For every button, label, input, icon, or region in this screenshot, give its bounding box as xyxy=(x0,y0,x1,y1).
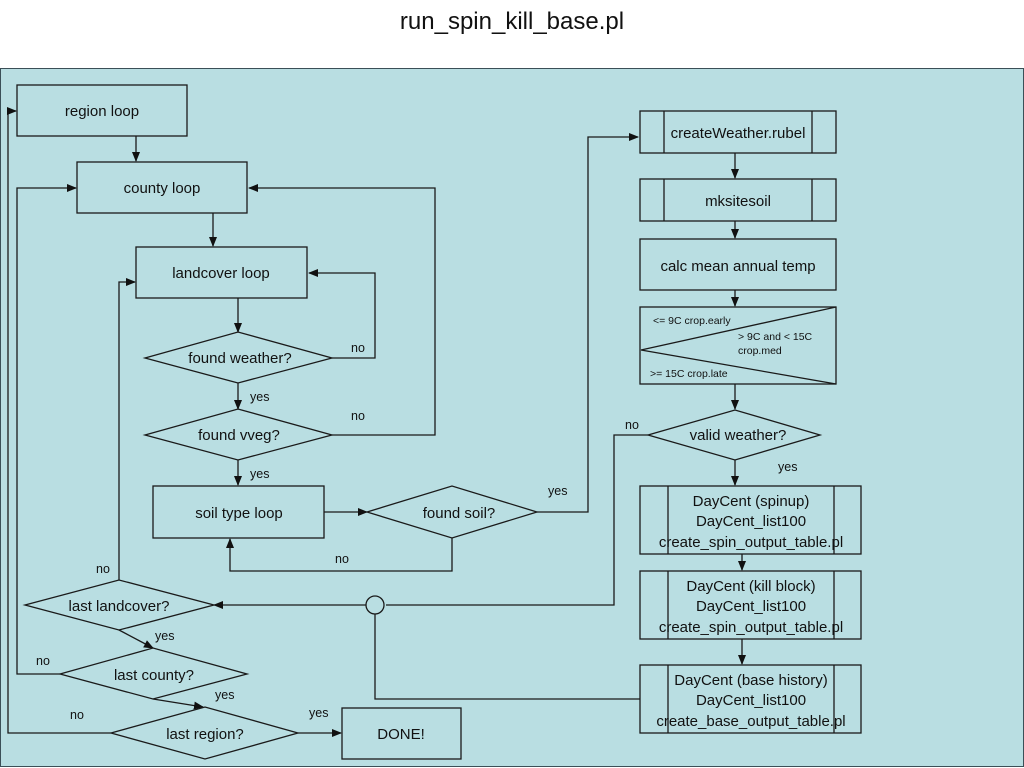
valid-weather-label: valid weather? xyxy=(690,427,787,444)
found-weather-no-label: no xyxy=(351,341,365,355)
calc-temp-label: calc mean annual temp xyxy=(660,258,815,275)
last-county-decision[interactable] xyxy=(57,647,250,700)
last-county-label: last county? xyxy=(114,667,194,684)
found-weather-decision[interactable] xyxy=(142,331,335,384)
edge-lastregion-no xyxy=(7,107,111,734)
kill-line-2: DayCent_list100 xyxy=(696,598,806,615)
create-weather-process[interactable] xyxy=(639,110,837,154)
soil-type-loop-box[interactable] xyxy=(152,485,325,539)
found-vveg-yes-label: yes xyxy=(250,467,269,481)
edge-foundweather-no xyxy=(308,269,376,359)
last-region-yes-label: yes xyxy=(309,706,328,720)
spinup-line-2: DayCent_list100 xyxy=(696,513,806,530)
base-line-2: DayCent_list100 xyxy=(696,692,806,709)
base-history-process[interactable] xyxy=(639,664,862,734)
diagram-canvas xyxy=(0,68,1024,767)
spinup-line-1: DayCent (spinup) xyxy=(693,493,810,510)
crop-divider xyxy=(640,306,837,385)
found-soil-decision[interactable] xyxy=(364,485,540,539)
edge-foundsoil-no xyxy=(226,538,453,572)
found-weather-yes-label: yes xyxy=(250,390,269,404)
county-loop-box[interactable] xyxy=(76,161,248,214)
found-soil-label: found soil? xyxy=(423,505,496,522)
soil-type-loop-label: soil type loop xyxy=(195,505,283,522)
landcover-loop-label: landcover loop xyxy=(172,265,270,282)
crop-med-label-1: > 9C and < 15C xyxy=(738,331,813,343)
county-loop-label: county loop xyxy=(124,180,201,197)
base-line-3: create_base_output_table.pl xyxy=(656,713,845,730)
done-label: DONE! xyxy=(377,726,425,743)
edge-valid-no xyxy=(386,434,648,606)
last-county-yes-label: yes xyxy=(215,688,234,702)
found-vveg-decision[interactable] xyxy=(142,408,335,461)
edge-base-junction xyxy=(374,614,640,700)
edge-lastlandcover-yes xyxy=(118,629,154,649)
found-soil-no-label: no xyxy=(335,552,349,566)
mksitesoil-process[interactable] xyxy=(639,178,837,222)
page-title: run_spin_kill_base.pl xyxy=(399,8,625,35)
crop-select-box[interactable] xyxy=(639,306,837,385)
mksitesoil-label: mksitesoil xyxy=(705,193,771,210)
found-vveg-label: found vveg? xyxy=(198,427,280,444)
kill-block-process[interactable] xyxy=(639,570,862,640)
edge-foundsoil-yes xyxy=(537,133,639,513)
last-landcover-label: last landcover? xyxy=(69,598,170,615)
found-vveg-no-label: no xyxy=(351,409,365,423)
spinup-line-3: create_spin_output_table.pl xyxy=(659,534,843,551)
found-weather-label: found weather? xyxy=(188,350,291,367)
connector-junction xyxy=(365,595,385,615)
edge-lastcounty-yes xyxy=(152,698,204,710)
crop-med-label-2: crop.med xyxy=(738,345,782,357)
edge-lastcounty-no xyxy=(16,184,77,675)
calc-temp-box[interactable] xyxy=(639,238,837,291)
create-weather-label: createWeather.rubel xyxy=(671,125,806,142)
region-loop-box[interactable] xyxy=(16,84,188,137)
landcover-loop-box[interactable] xyxy=(135,246,308,299)
last-landcover-decision[interactable] xyxy=(22,579,217,631)
last-landcover-yes-label: yes xyxy=(155,629,174,643)
done-box[interactable] xyxy=(341,707,462,760)
valid-weather-decision[interactable] xyxy=(645,409,823,461)
valid-weather-yes-label: yes xyxy=(778,460,797,474)
region-loop-label: region loop xyxy=(65,103,139,120)
last-county-no-label: no xyxy=(36,654,50,668)
last-region-no-label: no xyxy=(70,708,84,722)
crop-late-label: >= 15C crop.late xyxy=(650,368,728,380)
crop-early-label: <= 9C crop.early xyxy=(653,315,731,327)
last-landcover-no-label: no xyxy=(96,562,110,576)
found-soil-yes-label: yes xyxy=(548,484,567,498)
kill-line-3: create_spin_output_table.pl xyxy=(659,619,843,636)
last-region-label: last region? xyxy=(166,726,244,743)
valid-weather-no-label: no xyxy=(625,418,639,432)
last-region-decision[interactable] xyxy=(108,706,301,760)
edge-foundvveg-no xyxy=(248,184,436,436)
spinup-process[interactable] xyxy=(639,485,862,555)
edge-lastlandcover-no xyxy=(118,278,136,580)
kill-line-1: DayCent (kill block) xyxy=(686,578,815,595)
base-line-1: DayCent (base history) xyxy=(674,672,827,689)
